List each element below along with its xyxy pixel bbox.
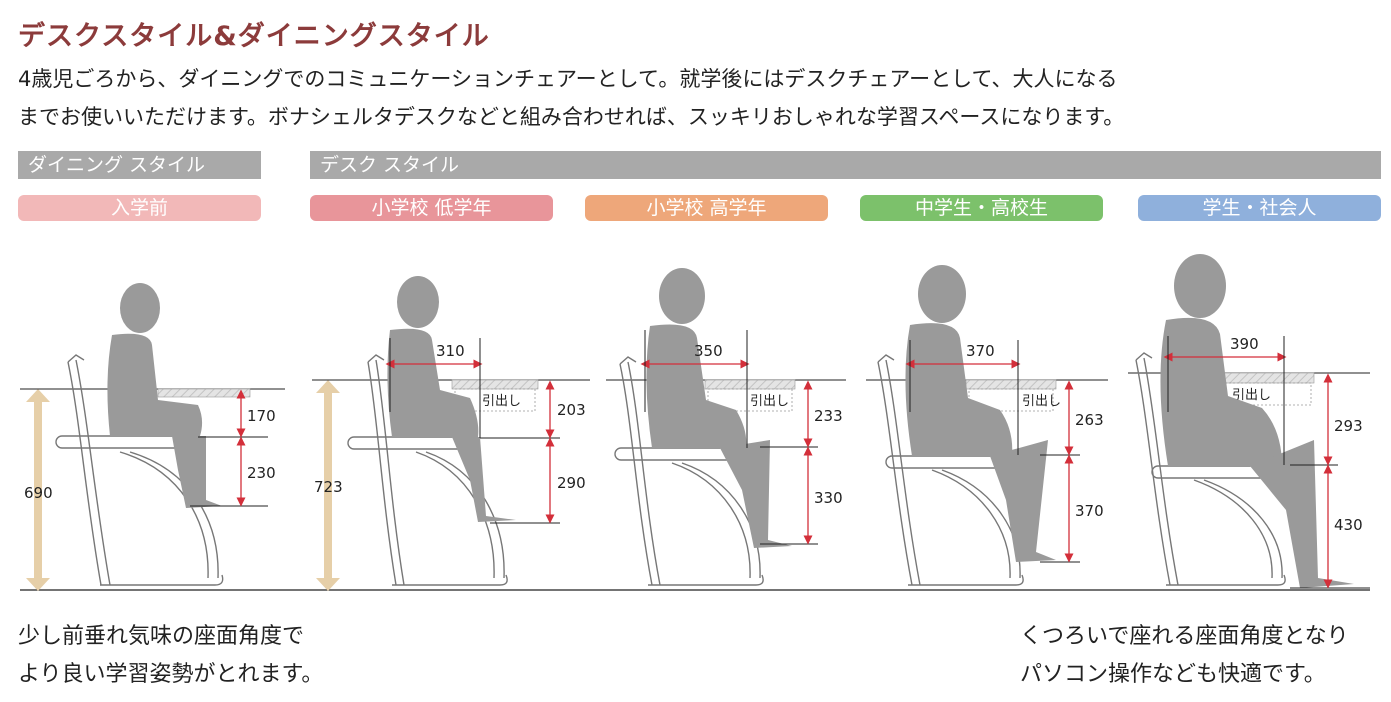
dining-style-bar: ダイニング スタイル <box>18 151 261 179</box>
chair-height-diagram: 690 170 230 <box>20 254 1370 591</box>
stage-junior-senior-high: 中学生・高校生 <box>860 195 1103 221</box>
caption-right-line-1: くつろいで座れる座面角度となり <box>1020 624 1349 649</box>
seat-height-label: 370 <box>1075 502 1104 520</box>
depth-label: 390 <box>1230 335 1259 353</box>
depth-label: 350 <box>694 342 723 360</box>
table-top <box>157 388 251 398</box>
caption-left-line-1: 少し前垂れ気味の座面角度で <box>18 624 305 649</box>
stage-elementary-lower: 小学校 低学年 <box>310 195 553 221</box>
drawer-label: 引出し <box>1232 388 1271 403</box>
drawer-label: 引出し <box>750 394 789 409</box>
table-gap-label: 203 <box>557 401 586 419</box>
seat-height-label: 290 <box>557 474 586 492</box>
chair <box>614 356 764 586</box>
stage-elementary-upper: 小学校 高学年 <box>585 195 828 221</box>
table-top <box>965 379 1057 390</box>
page-title: デスクスタイル&ダイニングスタイル <box>18 21 490 52</box>
table-gap-label: 293 <box>1334 417 1363 435</box>
intro-text: 4歳児ごろから、ダイニングでのコミュニケーションチェアーとして。就学後にはデスク… <box>18 60 1124 136</box>
seat-height-label: 230 <box>247 464 276 482</box>
figure-junior-senior-high: 引出し 370 263 370 <box>866 265 1108 586</box>
drawer-label: 引出し <box>1022 394 1061 409</box>
seat-height-label: 330 <box>814 489 843 507</box>
total-height-bar <box>26 389 50 591</box>
table-gap-label: 263 <box>1075 411 1104 429</box>
depth-label: 310 <box>436 342 465 360</box>
depth-label: 370 <box>966 342 995 360</box>
figure-elementary-upper: 引出し 350 233 330 <box>606 268 846 586</box>
total-height-label: 723 <box>314 478 343 496</box>
figure-elementary-lower: 723 引出し 310 203 290 <box>312 276 590 591</box>
table-top <box>704 379 796 390</box>
person-silhouette <box>1160 254 1354 588</box>
stage-student-adult: 学生・社会人 <box>1138 195 1381 221</box>
total-height-label: 690 <box>24 484 53 502</box>
total-height-bar <box>316 380 340 591</box>
drawer-label: 引出し <box>482 394 521 409</box>
person-silhouette <box>107 283 222 508</box>
caption-right-line-2: パソコン操作なども快適です。 <box>1020 662 1326 687</box>
chair <box>1135 352 1286 586</box>
person-silhouette <box>646 268 792 548</box>
seat-height-label: 430 <box>1334 516 1363 534</box>
stage-preschool: 入学前 <box>18 195 261 221</box>
drawer <box>707 388 793 412</box>
table-top <box>451 379 539 390</box>
intro-line-2: までお使いいただけます。ボナシェルタデスクなどと組み合わせれば、スッキリおしゃれ… <box>18 105 1125 129</box>
table-top <box>1221 372 1315 384</box>
person-silhouette <box>387 276 516 522</box>
intro-line-1: 4歳児ごろから、ダイニングでのコミュニケーションチェアーとして。就学後にはデスク… <box>18 67 1118 91</box>
desk-style-bar: デスク スタイル <box>310 151 1381 179</box>
person-silhouette <box>905 265 1056 562</box>
figure-student-adult: 引出し 390 293 430 <box>1128 254 1370 589</box>
table-gap-label: 233 <box>814 407 843 425</box>
caption-left-line-2: より良い学習姿勢がとれます。 <box>18 662 324 687</box>
figure-preschool: 690 170 230 <box>20 283 285 591</box>
caption-right: くつろいで座れる座面角度となり パソコン操作なども快適です。 <box>1020 618 1349 694</box>
table-gap-label: 170 <box>247 407 276 425</box>
caption-left: 少し前垂れ気味の座面角度で より良い学習姿勢がとれます。 <box>18 618 323 694</box>
